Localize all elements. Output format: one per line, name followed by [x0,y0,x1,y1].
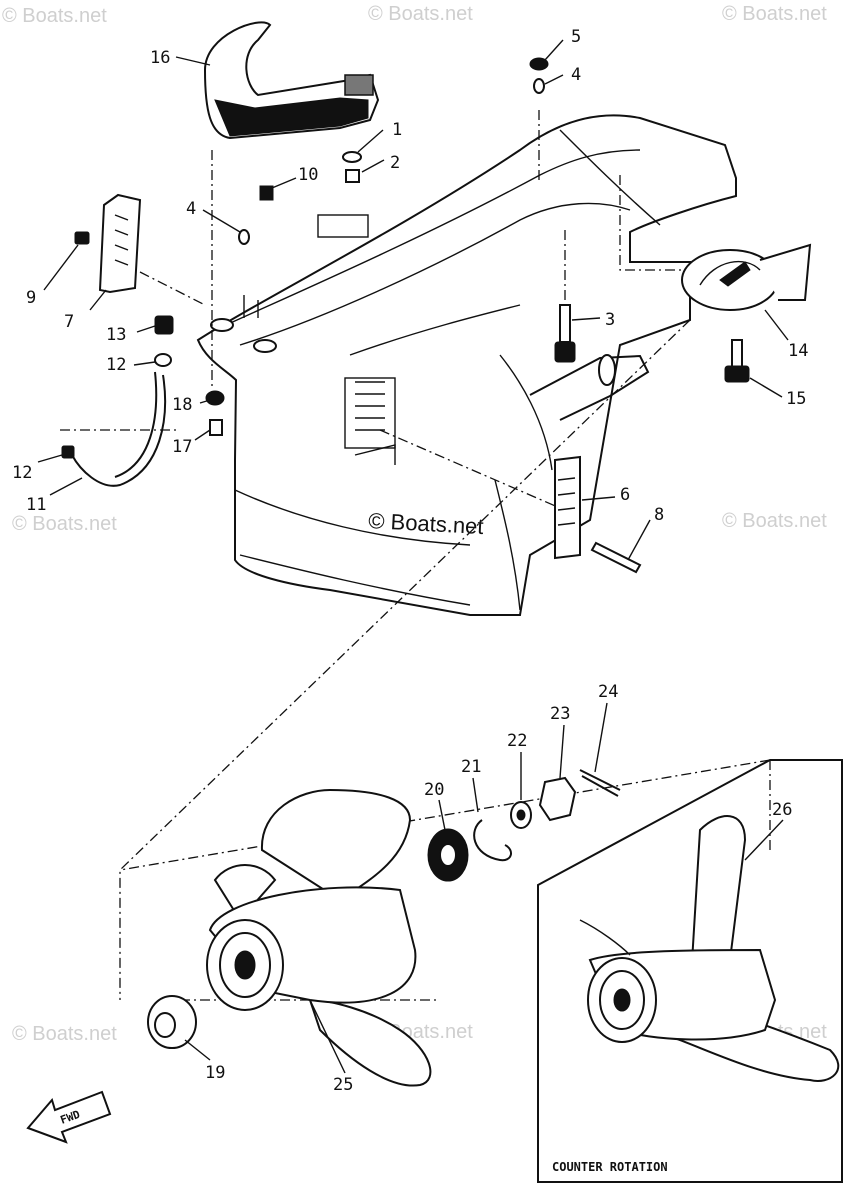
assembly-lines [60,110,771,1001]
callout-2: 2 [390,153,400,173]
fwd-arrow: FWD [26,1090,112,1144]
watermark-center: © Boats.net [368,508,484,539]
callout-21: 21 [461,757,481,777]
callout-16: 16 [150,48,170,68]
lower-casing [196,114,737,616]
callout-8: 8 [654,505,664,525]
inset-label: COUNTER ROTATION [552,1160,668,1174]
callout-24: 24 [598,682,618,702]
callout-20: 20 [424,780,444,800]
watermark-top-center: © Boats.net [368,3,473,25]
callout-17: 17 [172,437,192,457]
callout-labels: 1 2 3 4 4 5 6 7 8 9 10 11 12 12 13 14 15… [12,27,808,1095]
callout-22: 22 [507,731,527,751]
part-7-anode [98,193,142,294]
callout-12b: 12 [12,463,32,483]
callout-11: 11 [26,495,46,515]
callout-12a: 12 [106,355,126,375]
callout-6: 6 [620,485,630,505]
watermark-mid-right: © Boats.net [722,510,827,532]
callout-13: 13 [106,325,126,345]
part-3-bolt [554,304,576,363]
callout-23: 23 [550,704,570,724]
callout-9: 9 [26,288,36,308]
callout-25: 25 [333,1075,353,1095]
small-fasteners [238,57,549,245]
watermark-top-right: © Boats.net [722,3,827,25]
leader-lines [37,39,789,1074]
callout-3: 3 [605,310,615,330]
callout-19: 19 [205,1063,225,1083]
part-14-plate [681,243,812,311]
callout-4b: 4 [571,65,581,85]
watermark-mid-left: © Boats.net [12,513,117,535]
hose-fittings [61,315,225,487]
part-25-propeller [206,788,432,1087]
callout-1: 1 [392,120,402,140]
callout-5: 5 [571,27,581,47]
part-16-cover [203,21,380,140]
part-6-anode [554,455,642,574]
part-15-bolt [724,339,750,383]
part-19-spacer [147,995,197,1049]
callout-10: 10 [298,165,318,185]
watermark-bottom-left: © Boats.net [12,1023,117,1045]
part-9-bolt [74,231,90,245]
inset-counter-rotation: COUNTER ROTATION [537,759,843,1183]
callout-26: 26 [772,800,792,820]
callout-14: 14 [788,341,808,361]
prop-hardware [427,769,621,882]
callout-18: 18 [172,395,192,415]
watermark-top-left: © Boats.net [2,5,107,27]
callout-4a: 4 [186,199,196,219]
callout-7: 7 [64,312,74,332]
callout-15: 15 [786,389,806,409]
